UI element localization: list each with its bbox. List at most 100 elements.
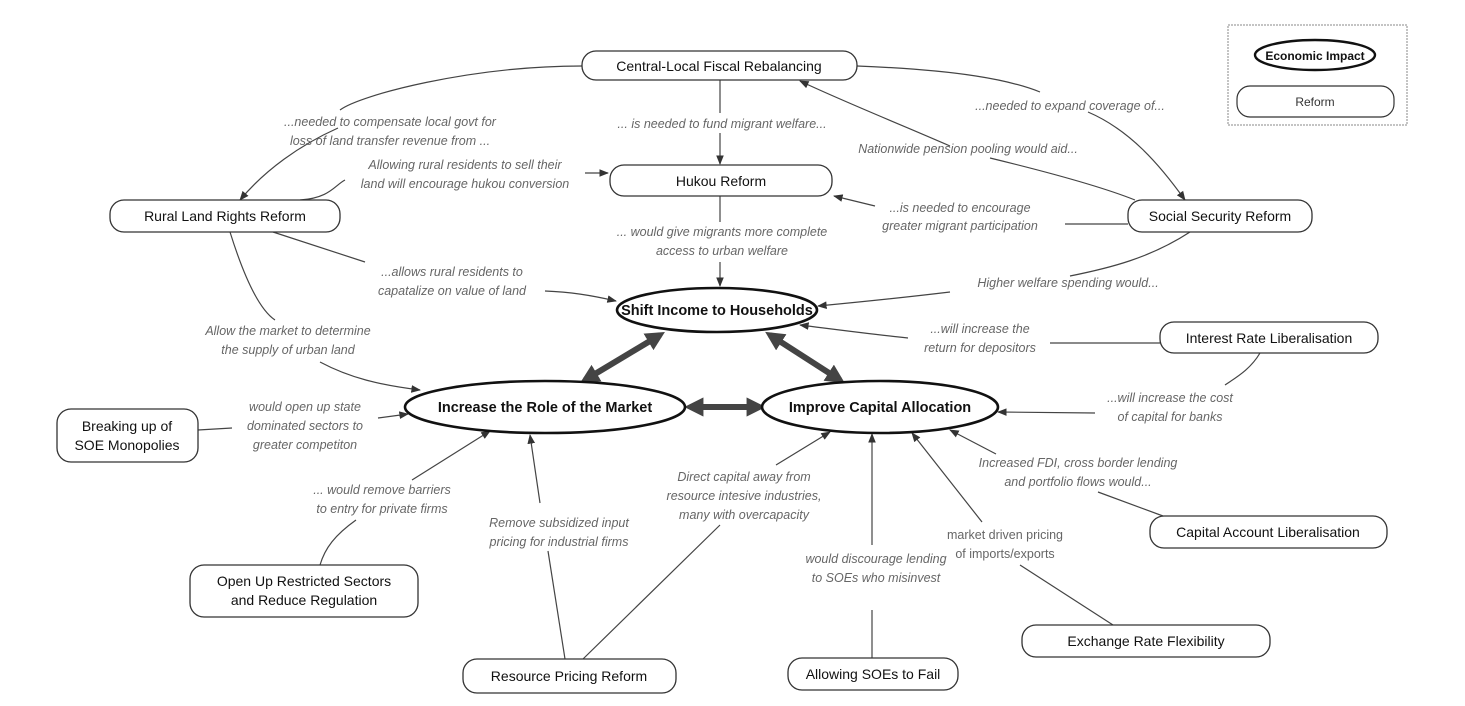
label-rural-to-shift-2: capatalize on value of land (378, 284, 527, 298)
label-interest-to-shift-2: return for depositors (924, 341, 1036, 355)
label-resource-to-capital-3: many with overcapacity (679, 508, 810, 522)
label-soefail-to-capital-2: to SOEs who misinvest (812, 571, 941, 585)
label-exchange-to-capital-2: of imports/exports (955, 547, 1054, 561)
edge-interest-to-capital (1224, 352, 1261, 386)
label-rural-to-market-2: the supply of urban land (221, 343, 355, 357)
edge-resource-to-market-2 (527, 434, 541, 504)
label-capacct-to-capital-2: and portfolio flows would... (1004, 475, 1151, 489)
reform-label: Social Security Reform (1149, 208, 1291, 224)
label-openup-to-market-1: ... would remove barriers (313, 483, 451, 497)
edge-rural-to-market (229, 231, 276, 321)
label-social-to-hukou-1: ...is needed to encourage (889, 201, 1030, 215)
reform-label: Central-Local Fiscal Rebalancing (616, 58, 821, 74)
legend: Economic Impact Reform (1227, 24, 1408, 126)
label-capacct-to-capital-1: Increased FDI, cross border lending (979, 456, 1178, 470)
label-fiscal-to-rural-2: loss of land transfer revenue from ... (290, 134, 490, 148)
label-interest-to-capital-2: of capital for banks (1118, 410, 1223, 424)
label-resource-to-market-1: Remove subsidized input (489, 516, 629, 530)
reform-node-fiscal: Central-Local Fiscal Rebalancing (581, 50, 858, 81)
reform-node-social-security: Social Security Reform (1127, 199, 1313, 233)
label-hukou-to-shift-2: access to urban welfare (656, 244, 788, 258)
edge-labels: ...needed to compensate local govt for l… (204, 99, 1233, 585)
label-resource-to-market-2: pricing for industrial firms (489, 535, 629, 549)
label-rural-to-hukou-1: Allowing rural residents to sell their (367, 158, 562, 172)
reform-label-line2: and Reduce Regulation (231, 592, 377, 608)
edge-social-to-shift-2 (817, 291, 951, 310)
label-exchange-to-capital-1: market driven pricing (947, 528, 1063, 542)
reform-label: Hukou Reform (676, 173, 766, 189)
label-resource-to-capital-1: Direct capital away from (677, 470, 810, 484)
edge-exchange-to-capital (1019, 564, 1114, 626)
label-breaking-to-market-2: dominated sectors to (247, 419, 363, 433)
edge-resource-to-capital (582, 524, 721, 660)
edge-shift-market (580, 332, 665, 383)
impact-node-improve-capital: Improve Capital Allocation (760, 379, 1000, 435)
legend-reform-label: Reform (1295, 95, 1334, 109)
edge-openup-to-market-2 (411, 430, 491, 481)
reform-label: Interest Rate Liberalisation (1186, 330, 1353, 346)
edge-fiscal-to-rural-2 (239, 127, 339, 201)
impact-label: Shift Income to Households (621, 303, 813, 319)
label-fiscal-to-social: ...needed to expand coverage of... (975, 99, 1165, 113)
edge-interest-to-capital-2 (997, 408, 1096, 416)
edge-breaking-to-market (197, 427, 233, 431)
reform-label: Capital Account Liberalisation (1176, 524, 1360, 540)
reform-label: Exchange Rate Flexibility (1067, 633, 1224, 649)
edge-social-to-shift (1069, 231, 1191, 277)
edge-resource-to-market (547, 550, 566, 660)
edge-social-to-fiscal-2 (989, 157, 1136, 201)
label-openup-to-market-2: to entry for private firms (316, 502, 447, 516)
label-breaking-to-market-3: greater competiton (253, 438, 357, 452)
edge-shift-capital (765, 331, 845, 384)
label-interest-to-shift-1: ...will increase the (930, 322, 1029, 336)
impact-node-increase-market: Increase the Role of the Market (403, 379, 687, 435)
reform-node-exchange-rate: Exchange Rate Flexibility (1021, 624, 1271, 658)
label-fiscal-to-hukou: ... is needed to fund migrant welfare... (617, 117, 826, 131)
label-interest-to-capital-1: ...will increase the cost (1107, 391, 1233, 405)
edge-exchange-to-capital-2 (911, 432, 983, 523)
edge-fiscal-to-rural (339, 65, 583, 111)
reform-label: Resource Pricing Reform (491, 668, 647, 684)
edge-rural-to-shift (272, 231, 366, 263)
edge-resource-to-capital-2 (775, 431, 831, 466)
edge-rural-to-market-2 (319, 361, 421, 393)
legend-reform-swatch (1236, 85, 1395, 118)
label-resource-to-capital-2: resource intesive industries, (667, 489, 822, 503)
label-hukou-to-shift-1: ... would give migrants more complete (617, 225, 828, 239)
reform-node-open-up: Open Up Restricted Sectors and Reduce Re… (189, 564, 419, 618)
impact-label: Improve Capital Allocation (789, 400, 971, 416)
label-social-to-shift: Higher welfare spending would... (977, 276, 1158, 290)
label-rural-to-shift-1: ...allows rural residents to (381, 265, 523, 279)
reform-node-rural-land: Rural Land Rights Reform (109, 199, 341, 233)
label-social-to-fiscal: Nationwide pension pooling would aid... (858, 142, 1078, 156)
edge-capacct-to-capital (1097, 491, 1164, 517)
reform-label: Rural Land Rights Reform (144, 208, 306, 224)
edge-rural-to-shift-2 (544, 290, 617, 303)
impact-node-shift-income: Shift Income to Households (615, 286, 819, 334)
reform-node-hukou: Hukou Reform (609, 164, 833, 197)
legend-impact-swatch (1253, 38, 1377, 72)
label-rural-to-market-1: Allow the market to determine (204, 324, 370, 338)
label-soefail-to-capital-1: would discourage lending (805, 552, 946, 566)
impact-label: Increase the Role of the Market (438, 400, 653, 416)
label-rural-to-hukou-2: land will encourage hukou conversion (361, 177, 570, 191)
edge-interest-to-shift (799, 322, 909, 339)
reform-label-line2: SOE Monopolies (74, 437, 179, 453)
label-fiscal-to-rural-1: ...needed to compensate local govt for (284, 115, 497, 129)
edges (197, 65, 1261, 660)
edge-capacct-to-capital-2 (949, 429, 997, 455)
edge-breaking-to-market-2 (377, 411, 409, 419)
edge-openup-to-market (319, 519, 357, 566)
edge-social-to-fiscal (799, 80, 951, 147)
reform-label-line1: Open Up Restricted Sectors (217, 573, 391, 589)
legend-impact-label: Economic Impact (1265, 49, 1364, 63)
reform-label-line1: Breaking up of (82, 418, 172, 434)
reform-node-capital-account: Capital Account Liberalisation (1149, 515, 1388, 549)
edge-rural-to-hukou (299, 179, 346, 201)
label-breaking-to-market-1: would open up state (249, 400, 361, 414)
reform-label: Allowing SOEs to Fail (806, 666, 941, 682)
edge-fiscal-to-social (856, 65, 1041, 93)
reform-node-interest-rate: Interest Rate Liberalisation (1159, 321, 1379, 354)
impact-links (580, 331, 845, 417)
